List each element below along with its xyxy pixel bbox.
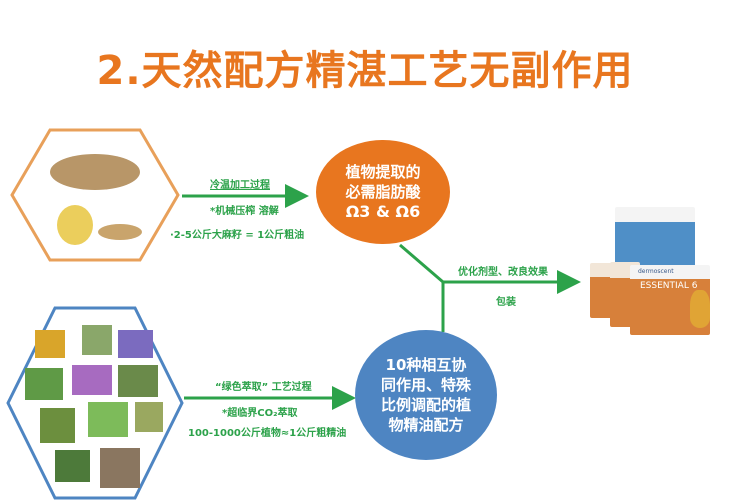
branch-line1: 优化剂型、改良效果 xyxy=(458,267,548,278)
blue-bubble-line2: 同作用、特殊 xyxy=(380,376,471,394)
top-process-heading: 冷温加工过程 xyxy=(210,180,270,191)
bottom-process-line1: *超临界CO₂萃取 xyxy=(222,408,298,419)
seed-hexagon xyxy=(10,128,180,262)
page-title: 2.天然配方精湛工艺无副作用 xyxy=(96,48,634,94)
product-name: ESSENTIAL 6 xyxy=(640,281,698,291)
bottom-process-line2: 100-1000公斤植物≈1公斤粗精油 xyxy=(188,428,347,439)
top-process-line2: ·2-5公斤大麻籽 = 1公斤粗油 xyxy=(170,230,305,241)
orange-bubble-line2: 必需脂肪酸 xyxy=(345,183,421,201)
blue-bubble: 10种相互协同作用、特殊比例调配的植物精油配方 xyxy=(355,330,497,460)
orange-bubble-line1: 植物提取的 xyxy=(345,163,421,181)
top-process-line1: *机械压榨 溶解 xyxy=(210,206,279,217)
branch-line2: 包装 xyxy=(496,297,516,308)
blue-bubble-line4: 物精油配方 xyxy=(388,416,464,434)
top-process-text: 冷温加工过程 xyxy=(180,176,300,191)
blue-bubble-line1: 10种相互协 xyxy=(385,356,467,374)
bottom-process-heading: “绿色萃取” 工艺过程 xyxy=(215,382,312,393)
blue-bubble-line3: 比例调配的植 xyxy=(380,396,471,414)
product-brand: dermoscent xyxy=(638,268,674,275)
orange-bubble-line3: Ω3 & Ω6 xyxy=(345,202,421,221)
